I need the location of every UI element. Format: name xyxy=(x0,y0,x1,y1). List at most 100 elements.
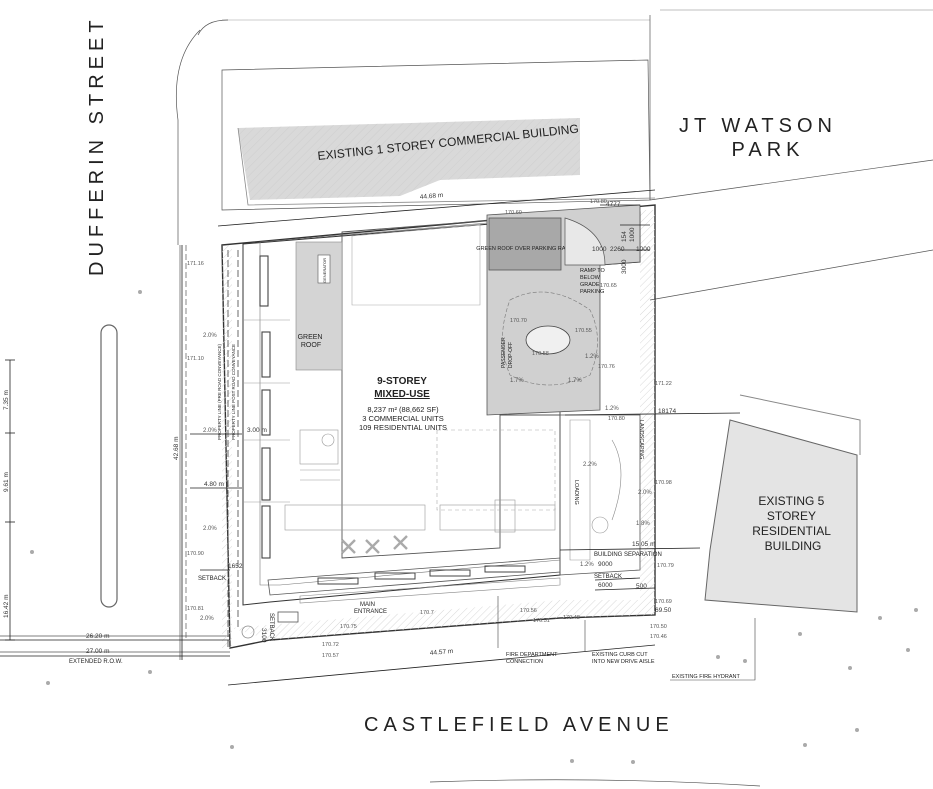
dim-1642: 16.42 m xyxy=(3,595,10,619)
dim-1000b: 1000 xyxy=(592,246,607,253)
slope-0: 2.0% xyxy=(203,333,217,339)
elevation-24: 170.80 xyxy=(608,416,625,422)
elevation-15: 170.72 xyxy=(322,642,339,648)
extended-row-label: EXTENDED R.O.W. xyxy=(69,659,123,665)
proposal-title-line2: MIXED-USE xyxy=(374,389,430,400)
slope-6: 2.2% xyxy=(583,462,597,468)
elevation-4: 170.55 xyxy=(575,328,592,334)
green-roof-line1: GREEN xyxy=(298,334,323,341)
green-roof-ramp-label: GREEN ROOF OVER PARKING RAMP xyxy=(476,246,574,252)
slope-11: 1.8% xyxy=(636,521,650,527)
dim-6000: 6000 xyxy=(598,582,613,589)
proposal-commercial-units: 3 COMMERCIAL UNITS xyxy=(362,414,443,423)
svg-text:PASSENGER: PASSENGER xyxy=(501,337,507,368)
curb-cut-line2: INTO NEW DRIVE AISLE xyxy=(592,659,655,665)
slope-4: 1.7% xyxy=(510,378,524,384)
loading-label: LOADING xyxy=(573,480,579,505)
building-separation-label: BUILDING SEPARATION xyxy=(594,552,662,558)
residential-building-line4: BUILDING xyxy=(765,539,822,553)
proposal-residential-units: 109 RESIDENTIAL UNITS xyxy=(359,423,447,432)
dim-1505: 15.05 m xyxy=(632,541,656,548)
dufferin-street-label: DUFFERIN STREET xyxy=(86,15,108,276)
setback-label-west: SETBACK xyxy=(198,576,226,582)
annotations: BUILDING SEPARATION SETBACK SETBACK SETB… xyxy=(69,343,756,681)
green-roof-line2: ROOF xyxy=(301,342,321,349)
elevation-10: 170.69 xyxy=(655,599,672,605)
slope-3: 1.2% xyxy=(585,354,599,360)
dim-west-depth: 42.68 m xyxy=(173,437,180,461)
curb-cut-line1: EXISTING CURB CUT xyxy=(592,652,648,658)
residential-building-line3: RESIDENTIAL xyxy=(752,524,831,538)
park-label-line1: JT WATSON xyxy=(679,115,837,137)
dim-18174: 18174 xyxy=(658,408,676,415)
fire-connection-line1: FIRE DEPARTMENT xyxy=(506,652,558,658)
svg-text:MAIN ENTRANCE: MAIN ENTRANCE xyxy=(354,602,387,615)
svg-text:GREEN ROOF: GREEN ROOF xyxy=(298,334,325,349)
slope-8: 1.2% xyxy=(580,562,594,568)
elevation-12: 170.48 xyxy=(563,615,580,621)
generator-label: GENERATOR xyxy=(322,258,327,283)
elevation-9: 170.79 xyxy=(657,563,674,569)
elevation-8: 170.98 xyxy=(655,480,672,486)
elevation-7: 171.22 xyxy=(655,381,672,387)
elevation-16: 170.75 xyxy=(340,624,357,630)
ramp-line4: PARKING xyxy=(580,289,604,295)
slope-2: 2.0% xyxy=(203,526,217,532)
elevation-20: 171.16 xyxy=(187,261,204,267)
site-lot: GENERATOR GREEN ROOF xyxy=(221,204,656,650)
svg-text:FIRE DEPARTMENT CONNECTI: FIRE DEPARTMENT CONNECTION xyxy=(506,652,559,665)
loading-area: LOADING LANDSCAPING xyxy=(559,414,644,576)
elevation-22: 170.90 xyxy=(187,551,204,557)
dim-south-width: 44.57 m xyxy=(430,648,454,657)
elevation-17: 170.7 xyxy=(420,610,434,616)
svg-text:EXISTING 5 STOREY: EXISTING 5 STOREY RESIDENTIAL BUILDING xyxy=(752,494,834,553)
slope-labels: 2.0% 2.0% 2.0% 1.2% 1.7% 1.7% 2.2% 1.2% … xyxy=(200,333,652,622)
elevation-11: 170.50 xyxy=(650,624,667,630)
residential-building-line1: EXISTING 5 xyxy=(758,494,824,508)
dim-north-width: 44.68 m xyxy=(420,192,444,201)
slope-10: 2.0% xyxy=(200,616,214,622)
property-line-post-label: PROPERTY LINE POST ROAD CONVEYANCE xyxy=(231,344,236,440)
svg-text:RAMP TO BELOW GRAD: RAMP TO BELOW GRADE PARKING xyxy=(580,268,606,295)
elevation-21: 171.10 xyxy=(187,356,204,362)
proposal-title-line1: 9-STOREY xyxy=(377,376,427,387)
park-label-line2: PARK xyxy=(732,139,805,161)
main-entrance-line2: ENTRANCE xyxy=(354,609,387,615)
setback-label-east: SETBACK xyxy=(594,574,622,580)
main-entrance-line1: MAIN xyxy=(360,602,375,608)
fire-connection-line2: CONNECTION xyxy=(506,659,543,665)
context-linework xyxy=(0,9,933,787)
dim-2700: 27.00 m xyxy=(86,648,110,655)
dim-4777: 4777 xyxy=(606,201,621,208)
dim-154: 154 xyxy=(621,231,628,242)
dim-2620: 26.20 m xyxy=(86,633,110,640)
dim-1000c: 1000 xyxy=(636,246,651,253)
passenger-label-line2: DROP-OFF xyxy=(508,342,514,368)
passenger-label-line1: PASSENGER xyxy=(501,337,507,368)
spot-elevations: 170.80 170.60 170.70 170.65 170.55 170.5… xyxy=(187,199,674,659)
residential-building-line2: STOREY xyxy=(767,509,816,523)
dim-9000: 9000 xyxy=(598,561,613,568)
dim-300: 3.00 m xyxy=(247,427,267,434)
elevation-6: 170.76 xyxy=(598,364,615,370)
elevation-2: 170.70 xyxy=(510,318,527,324)
dim-1000a: 1000 xyxy=(629,227,636,242)
property-line-pre-label: PROPERTY LINE (PRE ROAD CONVEYANCE) xyxy=(217,343,222,440)
dimension-lines xyxy=(0,189,741,686)
svg-text:DROP-OFF: DROP-OFF xyxy=(508,342,514,368)
ramp-line3: GRADE xyxy=(580,282,600,288)
ramp-line2: BELOW xyxy=(580,275,601,281)
dim-961: 9.61 m xyxy=(3,472,10,492)
ramp-line1: RAMP TO xyxy=(580,268,605,274)
elevation-1: 170.60 xyxy=(505,210,522,216)
svg-text:EXISTING CURB CUT INTO N: EXISTING CURB CUT INTO NEW DRIVE AISLE xyxy=(592,652,655,665)
elevation-5: 170.58 xyxy=(532,351,549,357)
proposal-area: 8,237 m² (88,662 SF) xyxy=(367,405,439,414)
dim-500: 500 xyxy=(636,583,647,590)
slope-9: 2.0% xyxy=(638,490,652,496)
driveway-area: GREEN ROOF OVER PARKING RAMP RAMP TO BEL… xyxy=(476,204,641,416)
slope-1: 2.0% xyxy=(203,428,217,434)
dim-735: 7.35 m xyxy=(3,390,10,410)
dim-6950: 69.50 xyxy=(655,607,672,614)
dim-480: 4.80 m xyxy=(204,481,224,488)
